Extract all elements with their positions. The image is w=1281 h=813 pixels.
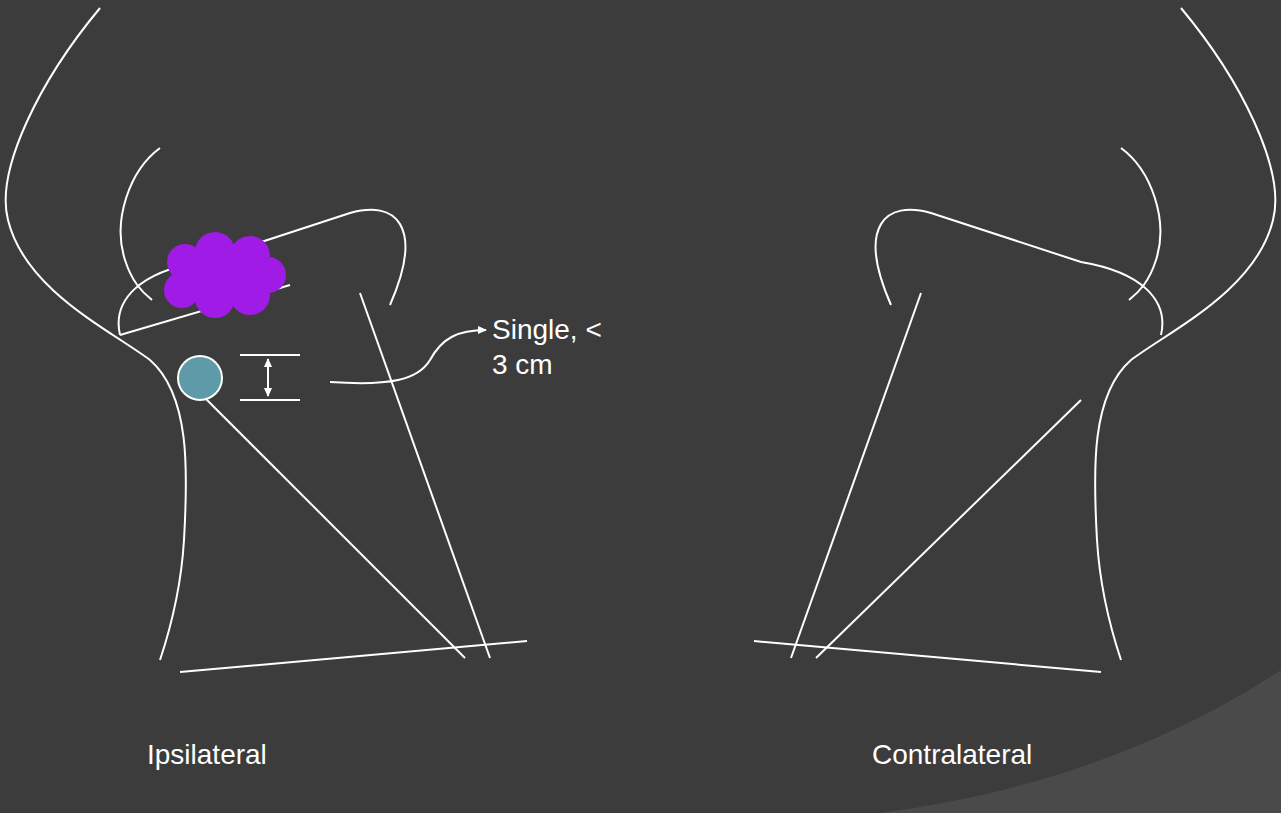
dimension-marker: [240, 355, 300, 400]
dimension-label: Single, < 3 cm: [492, 312, 602, 382]
neck-outline: [6, 8, 527, 672]
primary-tumor: [164, 232, 286, 318]
lymph-node: [178, 356, 222, 400]
leader-line: [330, 330, 486, 383]
neck-outline: [754, 8, 1275, 672]
side-label: Ipsilateral: [147, 737, 267, 772]
side-label: Contralateral: [872, 737, 1032, 772]
